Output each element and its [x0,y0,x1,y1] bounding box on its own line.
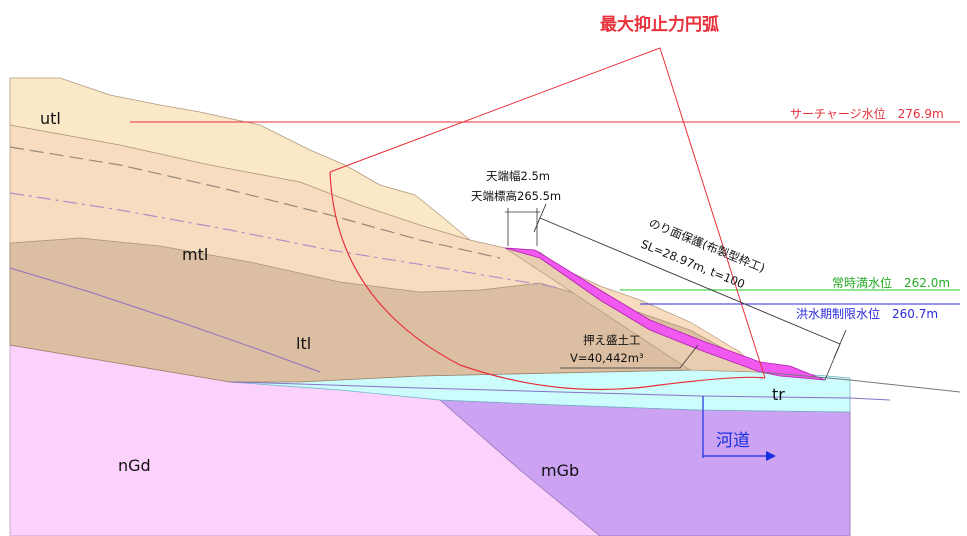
river-label: 河道 [716,431,750,451]
surcharge-level-label: サーチャージ水位 276.9m [790,106,944,121]
layer-boundary-dash-2 [9,267,321,373]
slope-dim-line [539,217,841,345]
layer-label-ltl: ltl [296,334,311,353]
layer-boundary-dash-1 [9,146,501,259]
layer-label-tr: tr [772,385,785,404]
counterweight-title: 押え盛土工 [583,333,641,347]
counterweight-volume: V=40,442m³ [570,351,644,365]
crest-elevation-label: 天端標高265.5m [471,189,561,203]
slip-circle-arc [329,171,766,391]
layer-label-utl: utl [40,109,61,128]
ngd-top-line [229,381,891,401]
flood-level-label: 洪水期制限水位 260.7m [796,306,938,321]
slope-dim-tick-a [533,203,547,233]
layer-label-ngd: nGd [118,456,151,475]
river-arrow-head [766,451,776,461]
diagram-title: 最大抑止力円弧 [600,14,719,35]
crest-width-label: 天端幅2.5m [486,169,550,183]
counterweight-leader [560,344,699,369]
layer-label-mtl: mtl [182,245,208,264]
normal-level-label: 常時満水位 262.0m [832,275,950,290]
layer-boundary-dashdot [9,192,561,289]
layer-label-mgb: mGb [541,461,579,480]
utl-layer [9,77,471,241]
ground-surface-line [759,371,961,393]
slope-dim-ext [824,343,841,381]
slip-circle-radii [329,47,766,379]
